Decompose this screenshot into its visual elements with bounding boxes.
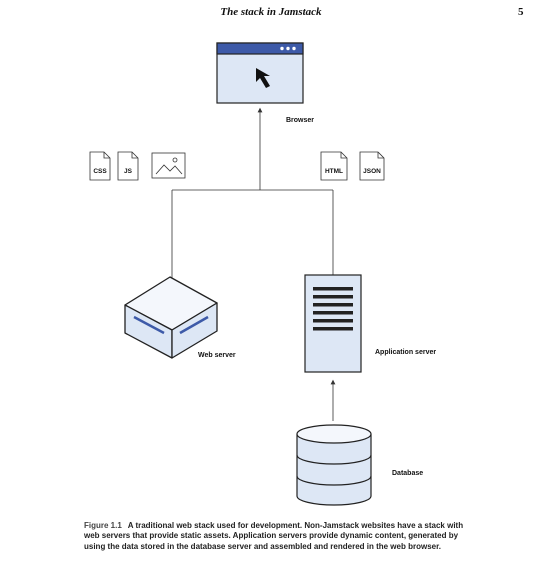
css-file-label: CSS [93, 168, 107, 175]
image-file-icon [151, 152, 186, 179]
html-file-icon [320, 151, 348, 181]
figure-caption: Figure 1.1 A traditional web stack used … [84, 521, 464, 552]
database-icon [296, 424, 372, 506]
css-file-icon [89, 151, 111, 181]
database-label: Database [392, 470, 424, 477]
running-header-title: The stack in Jamstack [220, 6, 322, 18]
figure-caption-text: A traditional web stack used for develop… [84, 521, 464, 551]
js-file-label: JS [124, 168, 132, 175]
json-file-label: JSON [363, 168, 381, 175]
web-server-icon [124, 276, 218, 359]
browser-window-icon [216, 42, 304, 104]
browser-label: Browser [286, 117, 315, 124]
json-file-icon [359, 151, 385, 181]
application-server-icon [304, 274, 362, 373]
web-server-label: Web server [198, 352, 236, 359]
application-server-label: Application server [375, 349, 437, 356]
connector-lines [171, 107, 336, 421]
figure-number: Figure 1.1 [84, 521, 122, 530]
page-number: 5 [518, 6, 524, 18]
mouse-cursor-icon [256, 68, 270, 88]
js-file-icon [117, 151, 139, 181]
html-file-label: HTML [324, 168, 344, 175]
